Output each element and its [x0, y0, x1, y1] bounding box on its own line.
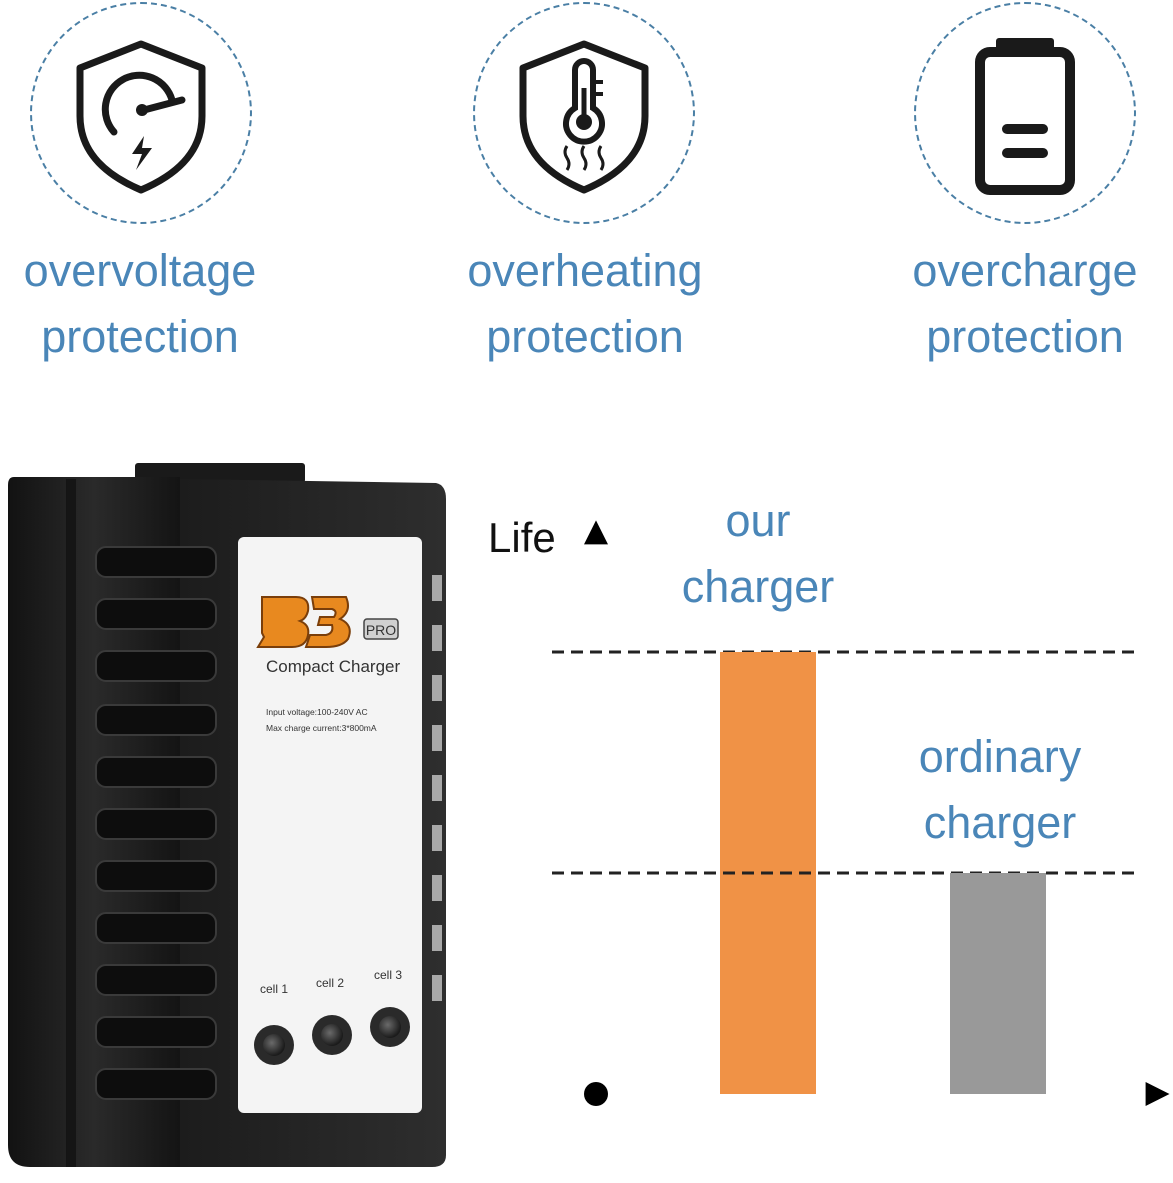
dashed-ring [30, 2, 252, 224]
feature-title: overheating [467, 245, 703, 296]
battery-icon [975, 38, 1075, 195]
dashed-ring [914, 2, 1136, 224]
cell-led-indicators [254, 1007, 410, 1065]
feature-subtitle: protection [486, 311, 684, 362]
shield-gauge-bolt-icon [76, 40, 206, 194]
feature-subtitle: protection [926, 311, 1124, 362]
product-name: Compact Charger [266, 657, 401, 676]
axis-origin-dot [584, 1082, 608, 1106]
cell-label: cell 2 [316, 976, 344, 990]
cell-label: cell 3 [374, 968, 402, 982]
bar-ordinary-charger [950, 873, 1046, 1094]
feature-subtitle: protection [41, 311, 239, 362]
category-label: our [725, 495, 790, 546]
category-label: charger [682, 561, 835, 612]
spec-input: Input voltage:100-240V AC [266, 707, 368, 717]
brand-badge: PRO [366, 622, 396, 638]
charger-product-image: PRO Compact Charger Input voltage:100-24… [0, 455, 460, 1175]
feature-title: overvoltage [23, 245, 257, 296]
feature-title: overcharge [912, 245, 1138, 296]
y-axis-label: Life [488, 514, 556, 561]
category-label: ordinary [919, 731, 1082, 782]
chart-svg: Life our charger ordinary charger [488, 495, 1170, 1135]
cell-label: cell 1 [260, 982, 288, 996]
category-label: charger [924, 797, 1077, 848]
spec-current: Max charge current:3*800mA [266, 723, 377, 733]
shield-thermometer-icon [519, 40, 649, 194]
life-comparison-chart: Life our charger ordinary charger [470, 480, 1173, 1160]
dashed-ring [473, 2, 695, 224]
charger-illustration: PRO Compact Charger Input voltage:100-24… [8, 463, 446, 1167]
